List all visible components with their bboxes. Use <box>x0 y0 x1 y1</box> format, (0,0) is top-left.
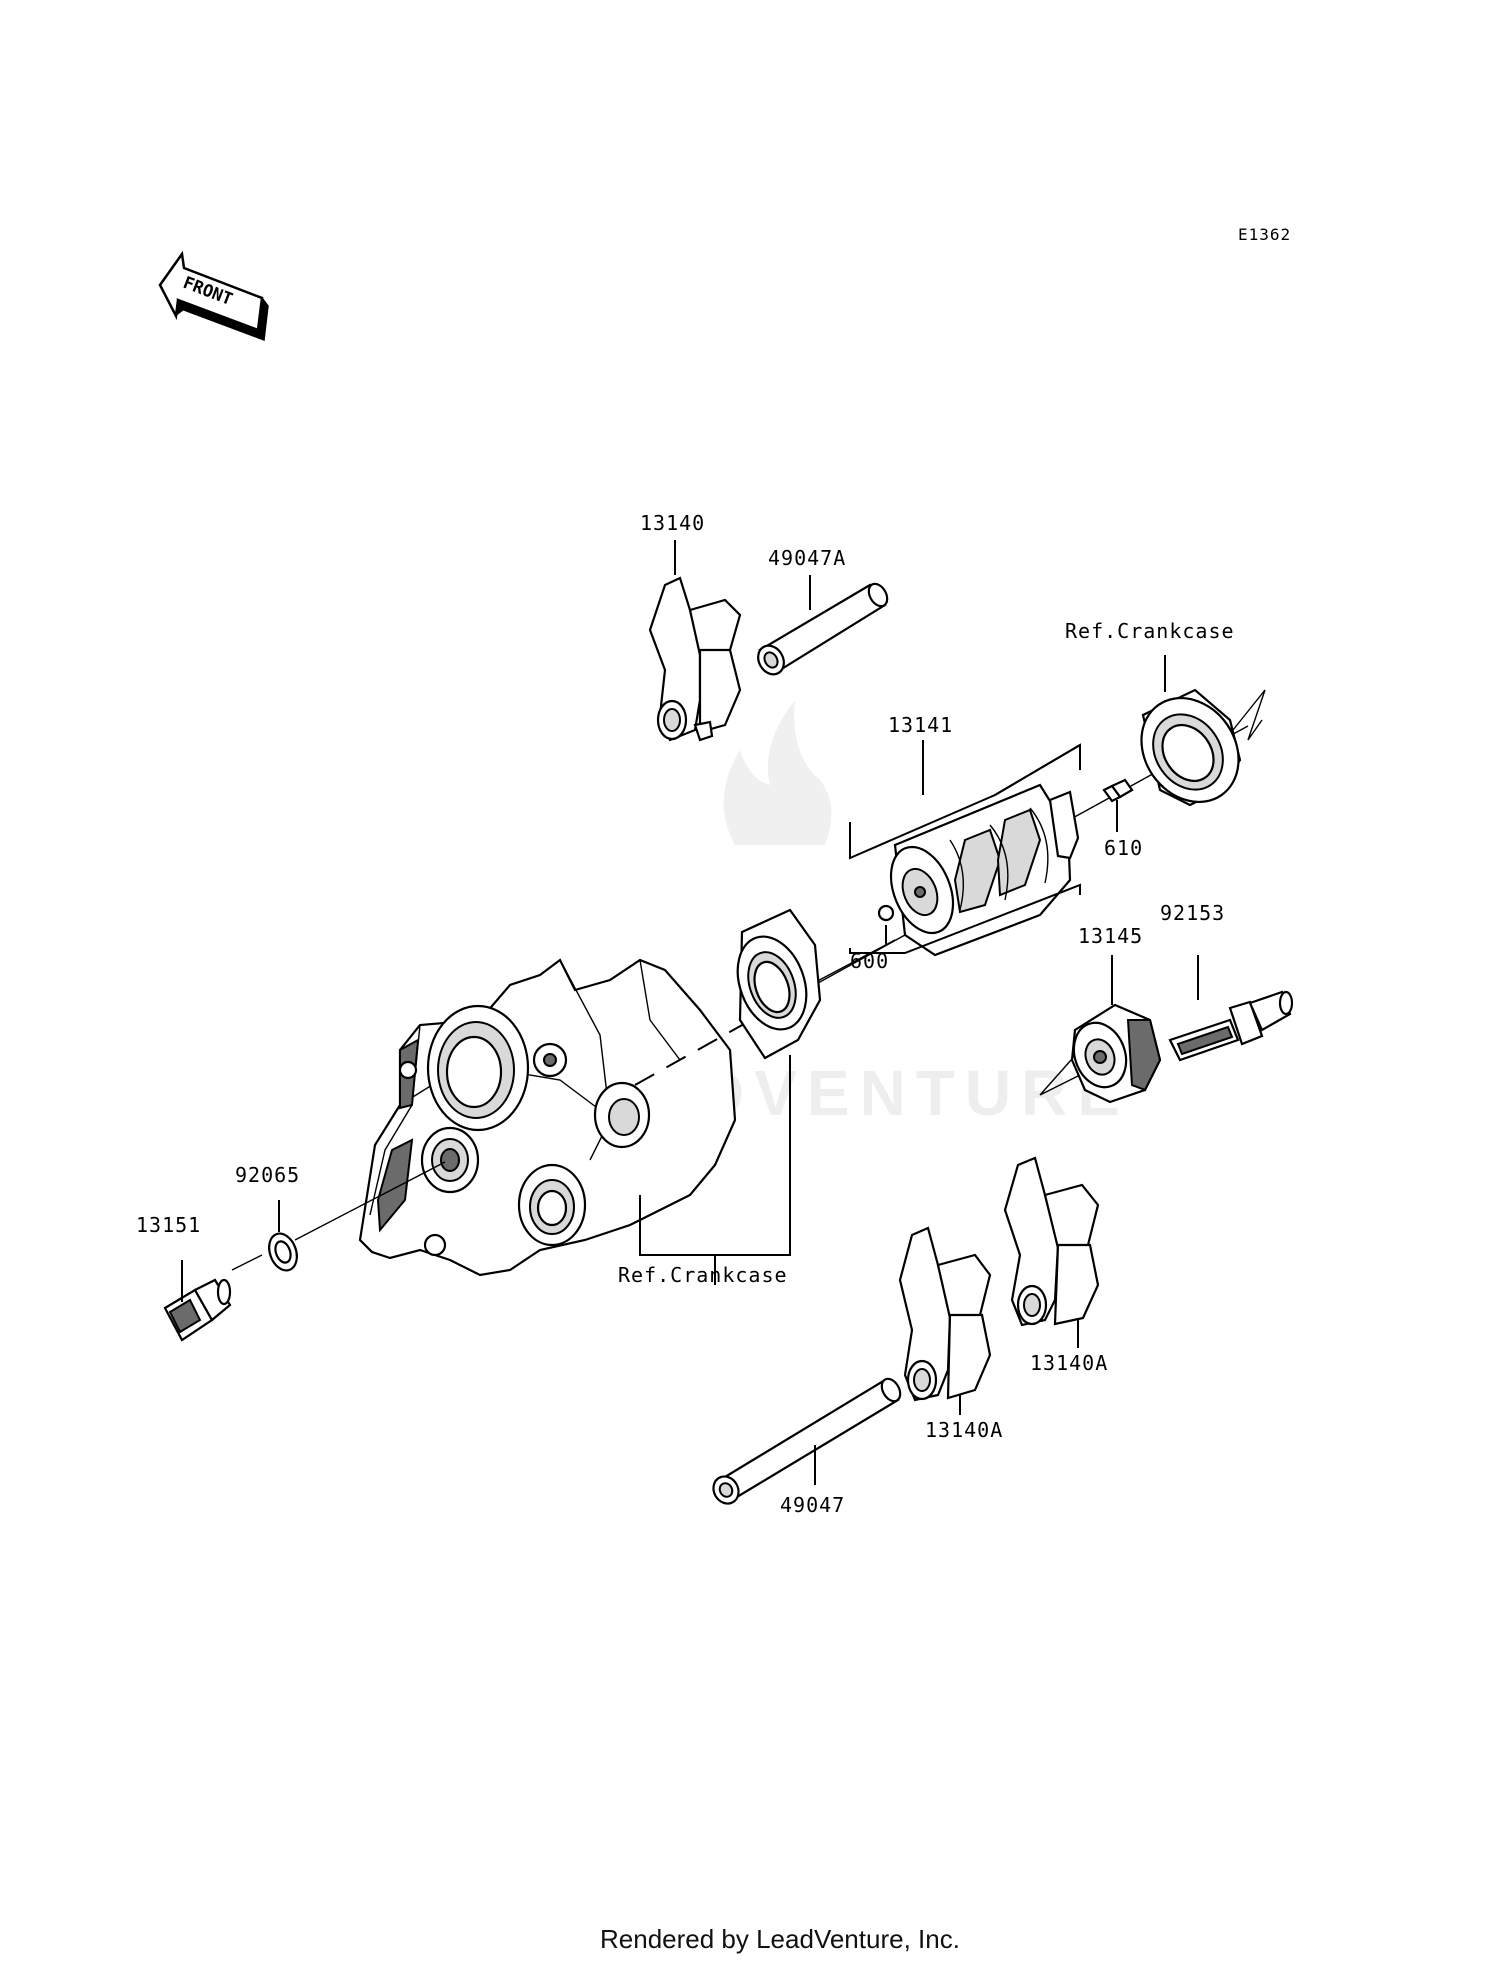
bracket-line <box>994 744 1081 796</box>
callout-13151: 13151 <box>136 1213 201 1237</box>
bearing-middle <box>736 908 822 1060</box>
callout-13145: 13145 <box>1078 924 1143 948</box>
axis-line <box>809 939 896 986</box>
washer-92065 <box>268 1232 298 1272</box>
diagram-code: E1362 <box>1238 225 1291 244</box>
callout-610: 610 <box>1104 836 1143 860</box>
front-arrow-icon: FRONT <box>158 250 269 342</box>
bolt-92153 <box>1168 990 1294 1062</box>
callout-13140a-left: 13140A <box>925 1418 1003 1442</box>
axis-line <box>1224 689 1266 741</box>
shaft-bottom <box>712 1377 902 1505</box>
callout-13140a-right: 13140A <box>1030 1351 1108 1375</box>
callout-92065: 92065 <box>235 1163 300 1187</box>
bracket-line <box>849 883 1081 954</box>
crankcase-housing <box>358 958 737 1277</box>
callout-49047: 49047 <box>780 1493 845 1517</box>
axis-line <box>294 1161 446 1241</box>
callout-600: 600 <box>850 949 889 973</box>
callout-49047a: 49047A <box>768 546 846 570</box>
axis-line <box>1039 1049 1091 1096</box>
callout-13140: 13140 <box>640 511 705 535</box>
shift-drum <box>889 783 1080 957</box>
switch-13151 <box>163 1278 232 1342</box>
shaft-top <box>757 582 889 676</box>
shift-fork-b <box>898 1226 992 1402</box>
callout-92153: 92153 <box>1160 901 1225 925</box>
bearing-right <box>1140 688 1242 807</box>
shift-fork-c <box>1003 1156 1100 1327</box>
callout-ref-crankcase-top: Ref.Crankcase <box>1065 619 1235 643</box>
callout-ref-crankcase-bottom: Ref.Crankcase <box>618 1263 788 1287</box>
pin-610 <box>1102 778 1134 803</box>
operating-plate <box>1070 1003 1162 1104</box>
footer-credit: Rendered by LeadVenture, Inc. <box>600 1924 960 1954</box>
axis-line <box>634 1014 761 1086</box>
axis-line <box>231 1254 263 1271</box>
ball-600 <box>877 904 895 922</box>
shift-fork-top <box>648 576 742 742</box>
callout-13141: 13141 <box>888 713 953 737</box>
